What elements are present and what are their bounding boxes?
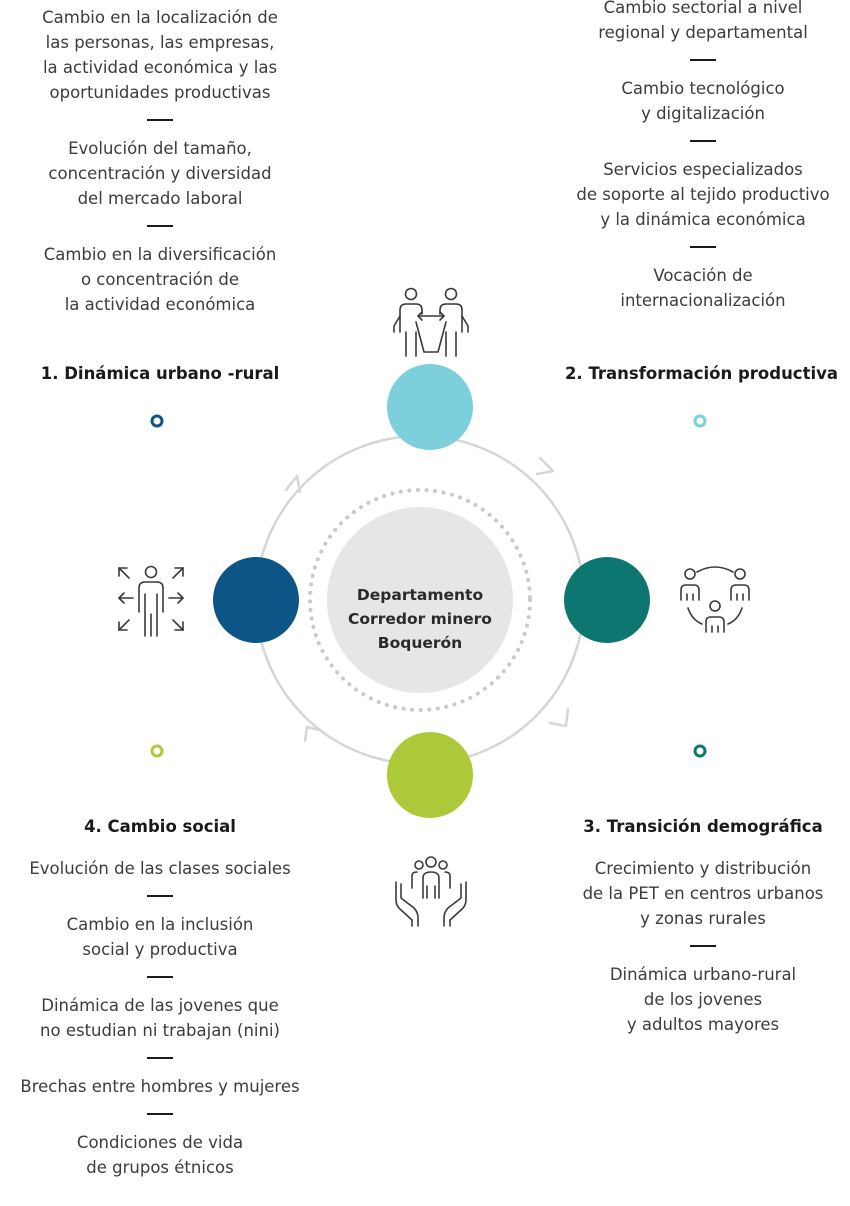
node-bottom (387, 732, 473, 818)
s1-item-2: Evolución del tamaño, concentración y di… (48, 139, 272, 208)
ring-arrow-top-left (284, 474, 302, 494)
separator (147, 119, 173, 121)
section-4-heading: 4. Cambio social (84, 817, 236, 836)
s1-item-1: Cambio en la localización de las persona… (42, 8, 278, 102)
s2-item-2: Cambio tecnológico y digitalización (621, 79, 785, 123)
s2-item-1: Cambio sectorial a nivel regional y depa… (598, 0, 808, 42)
marker-s1 (150, 414, 164, 428)
section-4-items: Evolución de las clases sociales Cambio … (0, 856, 320, 1180)
center-disc (327, 507, 513, 693)
marker-s2 (693, 414, 707, 428)
separator (147, 1113, 173, 1115)
node-top (387, 364, 473, 450)
section-2-heading: 2. Transformación productiva (564, 364, 839, 383)
s3-item-1: Crecimiento y distribución de la PET en … (582, 859, 824, 928)
s4-item-5: Condiciones de vida de grupos étnicos (76, 1133, 244, 1177)
person-expanding-arrows-icon (118, 565, 184, 637)
ring-arrow-top-right (535, 456, 555, 476)
section-3-items: Crecimiento y distribución de la PET en … (553, 856, 850, 1037)
center-line-2: Corredor minero (348, 610, 492, 628)
ring-arrow-bottom-left (303, 725, 322, 743)
separator (690, 59, 716, 61)
separator (690, 140, 716, 142)
s4-item-4: Brechas entre hombres y mujeres (20, 1077, 300, 1096)
connected-people-network-icon (680, 566, 750, 633)
ring-arrow-bottom-right (548, 707, 570, 728)
separator (147, 1057, 173, 1059)
section-1-items: Cambio en la localización de las persona… (0, 5, 320, 317)
marker-s4 (150, 744, 164, 758)
s3-item-2: Dinámica urbano-rural de los jovenes y a… (609, 965, 797, 1034)
hands-holding-people-icon (395, 856, 467, 927)
separator (690, 246, 716, 248)
center-line-3: Boquerón (377, 634, 463, 652)
s4-item-2: Cambio en la inclusión social y producti… (66, 915, 254, 959)
separator (147, 225, 173, 227)
two-people-exchange-icon (393, 287, 469, 357)
dotted-inner-ring (308, 488, 532, 712)
s1-item-3: Cambio en la diversificación o concentra… (43, 245, 277, 314)
section-2-items: Cambio sectorial a nivel regional y depa… (553, 0, 850, 313)
s2-item-3: Servicios especializados de soporte al t… (576, 160, 830, 229)
s4-item-3: Dinámica de las jovenes que no estudian … (40, 996, 280, 1040)
separator (147, 976, 173, 978)
s2-item-4: Vocación de internacionalización (620, 266, 786, 310)
node-right (564, 557, 650, 643)
separator (690, 945, 716, 947)
section-3-heading: 3. Transición demográfica (583, 817, 823, 836)
marker-s3 (693, 744, 707, 758)
separator (147, 895, 173, 897)
node-left (213, 557, 299, 643)
center-label: Departamento Corredor minero Boquerón (329, 555, 511, 683)
center-line-1: Departamento (356, 586, 484, 604)
section-1-heading: 1. Dinámica urbano -rural (40, 364, 280, 383)
s4-item-1: Evolución de las clases sociales (29, 859, 291, 878)
